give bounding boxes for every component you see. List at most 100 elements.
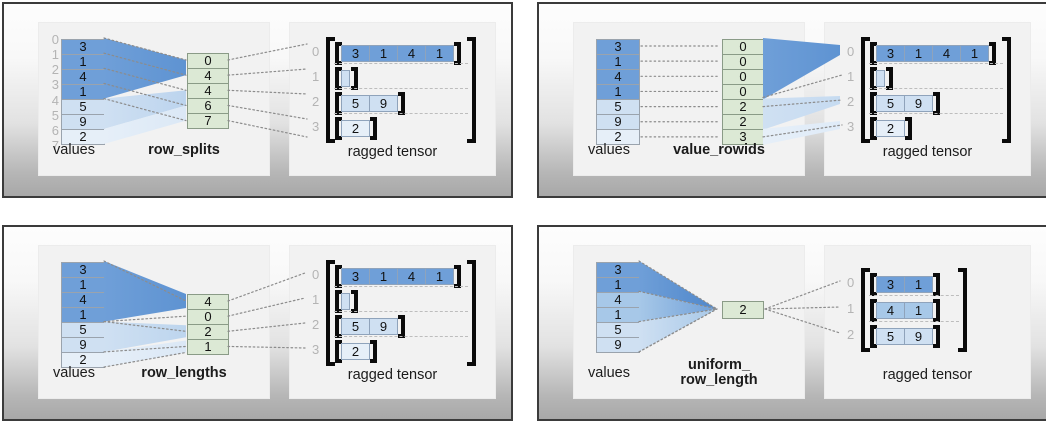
row-bracket-right — [351, 67, 358, 90]
ragged-cell: 1 — [425, 268, 454, 285]
outer-bracket-right — [958, 268, 967, 352]
encoding-cell: 0 — [722, 69, 764, 85]
row-bracket-left — [870, 325, 877, 348]
values-caption: values — [53, 365, 95, 381]
ragged-row-index: 0 — [312, 267, 320, 282]
ragged-cell: 3 — [341, 45, 370, 62]
ragged-row-separator — [334, 311, 468, 312]
ragged-row-index: 1 — [847, 69, 855, 84]
row-bracket-right — [905, 117, 912, 140]
encoding-caption-line2: row_length — [680, 372, 758, 388]
row-bracket-right — [370, 117, 377, 140]
row-bracket-right — [351, 290, 358, 313]
ragged-cell: 5 — [341, 95, 370, 112]
value-cell: 2 — [596, 129, 640, 145]
value-index-label: 0 — [51, 32, 59, 47]
ragged-caption: ragged tensor — [347, 144, 438, 160]
ragged-row-cells: 2 — [876, 120, 905, 137]
value-index-label: 4 — [51, 92, 59, 108]
encoding-caption: uniform_row_length — [634, 358, 804, 388]
value-index-label: 6 — [51, 122, 59, 138]
row-bracket-right — [989, 42, 996, 65]
ragged-row-separator — [869, 321, 959, 322]
encoding-cell: 0 — [722, 54, 764, 70]
value-cell: 9 — [596, 337, 640, 353]
encoding-cell: 0 — [187, 309, 229, 325]
ragged-cell: 1 — [425, 45, 454, 62]
ragged-row-index: 3 — [847, 119, 855, 134]
values-caption: values — [53, 142, 95, 158]
encoding-cell: 4 — [187, 68, 229, 84]
row-bracket-right — [454, 265, 461, 288]
ragged-cell: 9 — [369, 95, 398, 112]
ragged-cell: 9 — [369, 318, 398, 335]
ragged-cell-empty — [876, 70, 885, 87]
ragged-cell: 1 — [904, 302, 933, 319]
values-caption: values — [588, 142, 630, 158]
ragged-cell: 4 — [876, 302, 905, 319]
value-index-label: 7 — [51, 138, 59, 154]
ragged-row-cells: 2 — [341, 120, 370, 137]
value-cell: 9 — [61, 337, 105, 353]
value-cell: 5 — [596, 99, 640, 115]
ragged-row-index: 1 — [312, 69, 320, 84]
ragged-row-index: 2 — [312, 317, 320, 332]
ragged-row-index: 0 — [847, 44, 855, 59]
value-cell: 1 — [596, 307, 640, 323]
value-cell: 9 — [61, 114, 105, 130]
encoding-cell: 7 — [187, 113, 229, 129]
ragged-cell: 5 — [876, 95, 905, 112]
ragged-cell: 9 — [904, 95, 933, 112]
ragged-cell: 2 — [876, 120, 905, 137]
ragged-row-separator — [334, 63, 468, 64]
outer-bracket-left — [861, 37, 870, 143]
row-bracket-right — [454, 42, 461, 65]
ragged-cell: 4 — [397, 45, 426, 62]
value-cell: 1 — [61, 54, 105, 70]
ragged-row-cells: 2 — [341, 343, 370, 360]
encoding-cell: 4 — [187, 83, 229, 99]
ragged-row-separator — [869, 295, 959, 296]
row-bracket-left — [870, 117, 877, 140]
value-cell: 1 — [596, 84, 640, 100]
values-caption: values — [588, 365, 630, 381]
value-cell: 3 — [61, 39, 105, 55]
value-cell: 3 — [596, 39, 640, 55]
ragged-cell: 4 — [932, 45, 961, 62]
row-bracket-right — [933, 92, 940, 115]
ragged-row-separator — [334, 88, 468, 89]
ragged-row-cells — [341, 70, 350, 87]
value-index-label: 1 — [51, 47, 59, 63]
ragged-cell: 3 — [876, 276, 905, 293]
ragged-caption: ragged tensor — [882, 367, 973, 383]
value-cell: 5 — [61, 322, 105, 338]
ragged-row-index: 0 — [847, 275, 855, 290]
ragged-cell: 2 — [341, 343, 370, 360]
outer-bracket-left — [861, 268, 870, 352]
ragged-row-index: 2 — [312, 94, 320, 109]
ragged-row-separator — [869, 88, 1003, 89]
ragged-cell: 1 — [369, 45, 398, 62]
ragged-row-separator — [869, 113, 1003, 114]
